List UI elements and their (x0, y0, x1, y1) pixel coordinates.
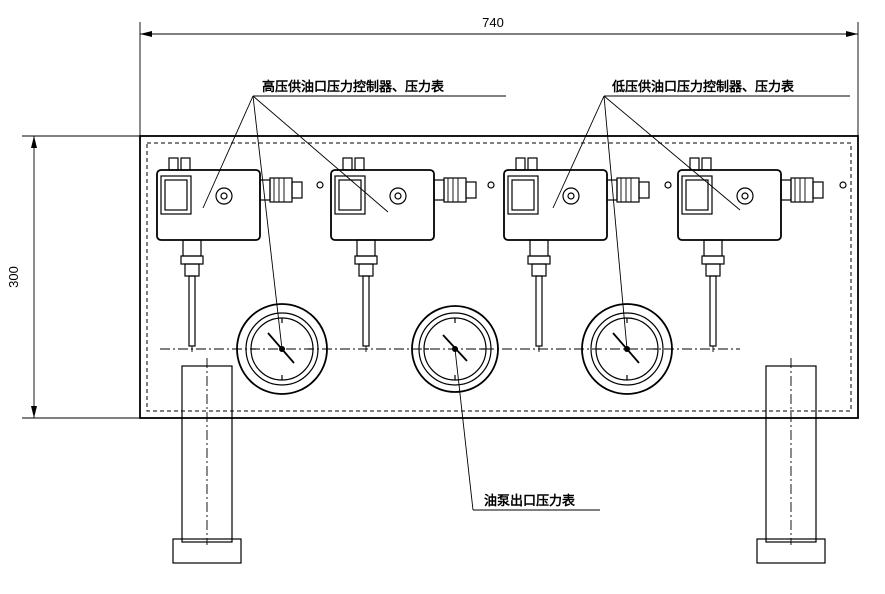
width-dimension: 740 (139, 15, 859, 140)
mounting-panel (139, 135, 859, 419)
support-leg-right (756, 358, 826, 564)
pressure-gauge-pump-outlet (411, 305, 499, 393)
pressure-gauge-low (581, 303, 673, 395)
pressure-controller-1 (156, 157, 303, 352)
support-leg-left (172, 358, 242, 564)
height-dimension: 300 (6, 135, 140, 419)
pressure-controller-4 (677, 157, 824, 352)
pressure-controller-3 (503, 157, 650, 352)
label-pump-outlet: 油泵出口压力表 (484, 493, 576, 509)
width-dimension-label: 740 (482, 15, 504, 30)
pressure-gauge-high (236, 303, 328, 395)
height-dimension-label: 300 (6, 266, 21, 288)
leader-high-pressure: 高压供油口压力控制器、压力表 (202, 79, 506, 350)
label-low-pressure: 低压供油口压力控制器、压力表 (611, 79, 795, 95)
label-high-pressure: 高压供油口压力控制器、压力表 (262, 79, 445, 95)
pressure-controller-2 (330, 157, 477, 352)
leader-pump-outlet: 油泵出口压力表 (454, 348, 600, 511)
leader-low-pressure: 低压供油口压力控制器、压力表 (552, 79, 850, 350)
